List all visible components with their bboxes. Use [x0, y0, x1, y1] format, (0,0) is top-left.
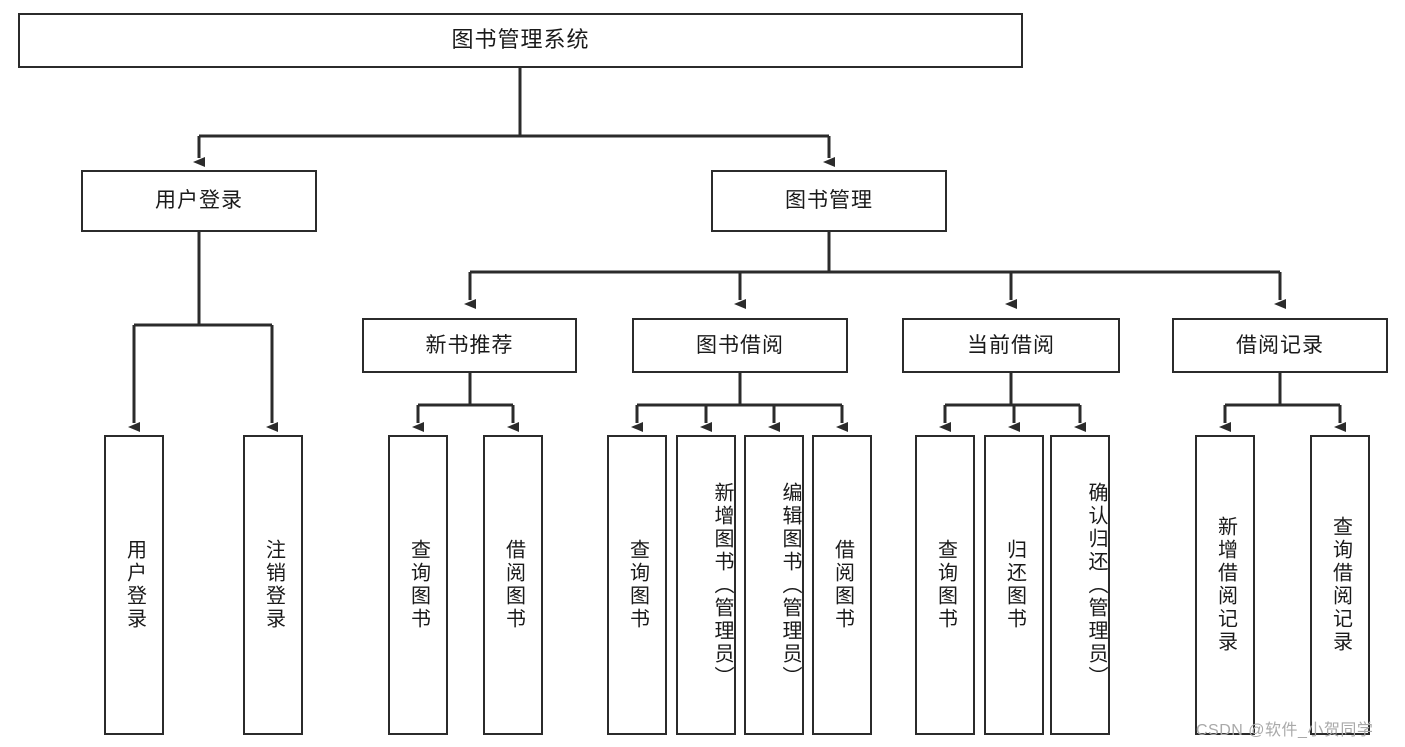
node-borrow-record[interactable]: 借阅记录	[1172, 318, 1388, 373]
node-book-borrow[interactable]: 图书借阅	[632, 318, 848, 373]
node-label: 注销登录	[262, 539, 285, 631]
leaf-user-login-signout[interactable]: 注销登录	[243, 435, 303, 735]
node-user-login[interactable]: 用户登录	[81, 170, 317, 232]
node-label: 借阅记录	[1236, 333, 1324, 357]
node-label: 用户登录	[155, 189, 243, 213]
node-label: 查询图书	[407, 539, 430, 631]
node-label: 用户登录	[123, 539, 146, 631]
node-label: 查询借阅记录	[1329, 516, 1352, 654]
node-label: 借阅图书	[502, 539, 525, 631]
node-label: 确认归还（管理员）	[1085, 481, 1107, 689]
node-label: 新增借阅记录	[1214, 516, 1237, 654]
leaf-user-login-signin[interactable]: 用户登录	[104, 435, 164, 735]
leaf-current-query-book[interactable]: 查询图书	[915, 435, 975, 735]
node-new-book-recommend[interactable]: 新书推荐	[362, 318, 577, 373]
node-label: 图书借阅	[696, 333, 784, 357]
leaf-recommend-borrow-book[interactable]: 借阅图书	[483, 435, 543, 735]
node-root-book-management-system[interactable]: 图书管理系统	[18, 13, 1023, 68]
leaf-record-add-record[interactable]: 新增借阅记录	[1195, 435, 1255, 735]
node-label: 图书管理	[785, 189, 873, 213]
leaf-borrow-borrow-book[interactable]: 借阅图书	[812, 435, 872, 735]
node-current-borrow[interactable]: 当前借阅	[902, 318, 1120, 373]
leaf-current-confirm-return-admin[interactable]: 确认归还（管理员）	[1050, 435, 1110, 735]
node-book-management[interactable]: 图书管理	[711, 170, 947, 232]
node-label: 查询图书	[934, 539, 957, 631]
node-label: 编辑图书（管理员）	[779, 481, 801, 689]
leaf-record-query-record[interactable]: 查询借阅记录	[1310, 435, 1370, 735]
csdn-watermark: CSDN @软件_小贺同学	[1196, 722, 1374, 739]
leaf-borrow-add-book-admin[interactable]: 新增图书（管理员）	[676, 435, 736, 735]
node-label: 借阅图书	[831, 539, 854, 631]
node-label: 查询图书	[626, 539, 649, 631]
node-label: 新书推荐	[425, 333, 514, 357]
leaf-recommend-query-book[interactable]: 查询图书	[388, 435, 448, 735]
leaf-borrow-query-book[interactable]: 查询图书	[607, 435, 667, 735]
node-label: 新增图书（管理员）	[711, 481, 733, 689]
node-label: 图书管理系统	[451, 27, 590, 53]
node-label: 归还图书	[1003, 539, 1026, 631]
leaf-borrow-edit-book-admin[interactable]: 编辑图书（管理员）	[744, 435, 804, 735]
node-label: 当前借阅	[967, 333, 1055, 357]
leaf-current-return-book[interactable]: 归还图书	[984, 435, 1044, 735]
